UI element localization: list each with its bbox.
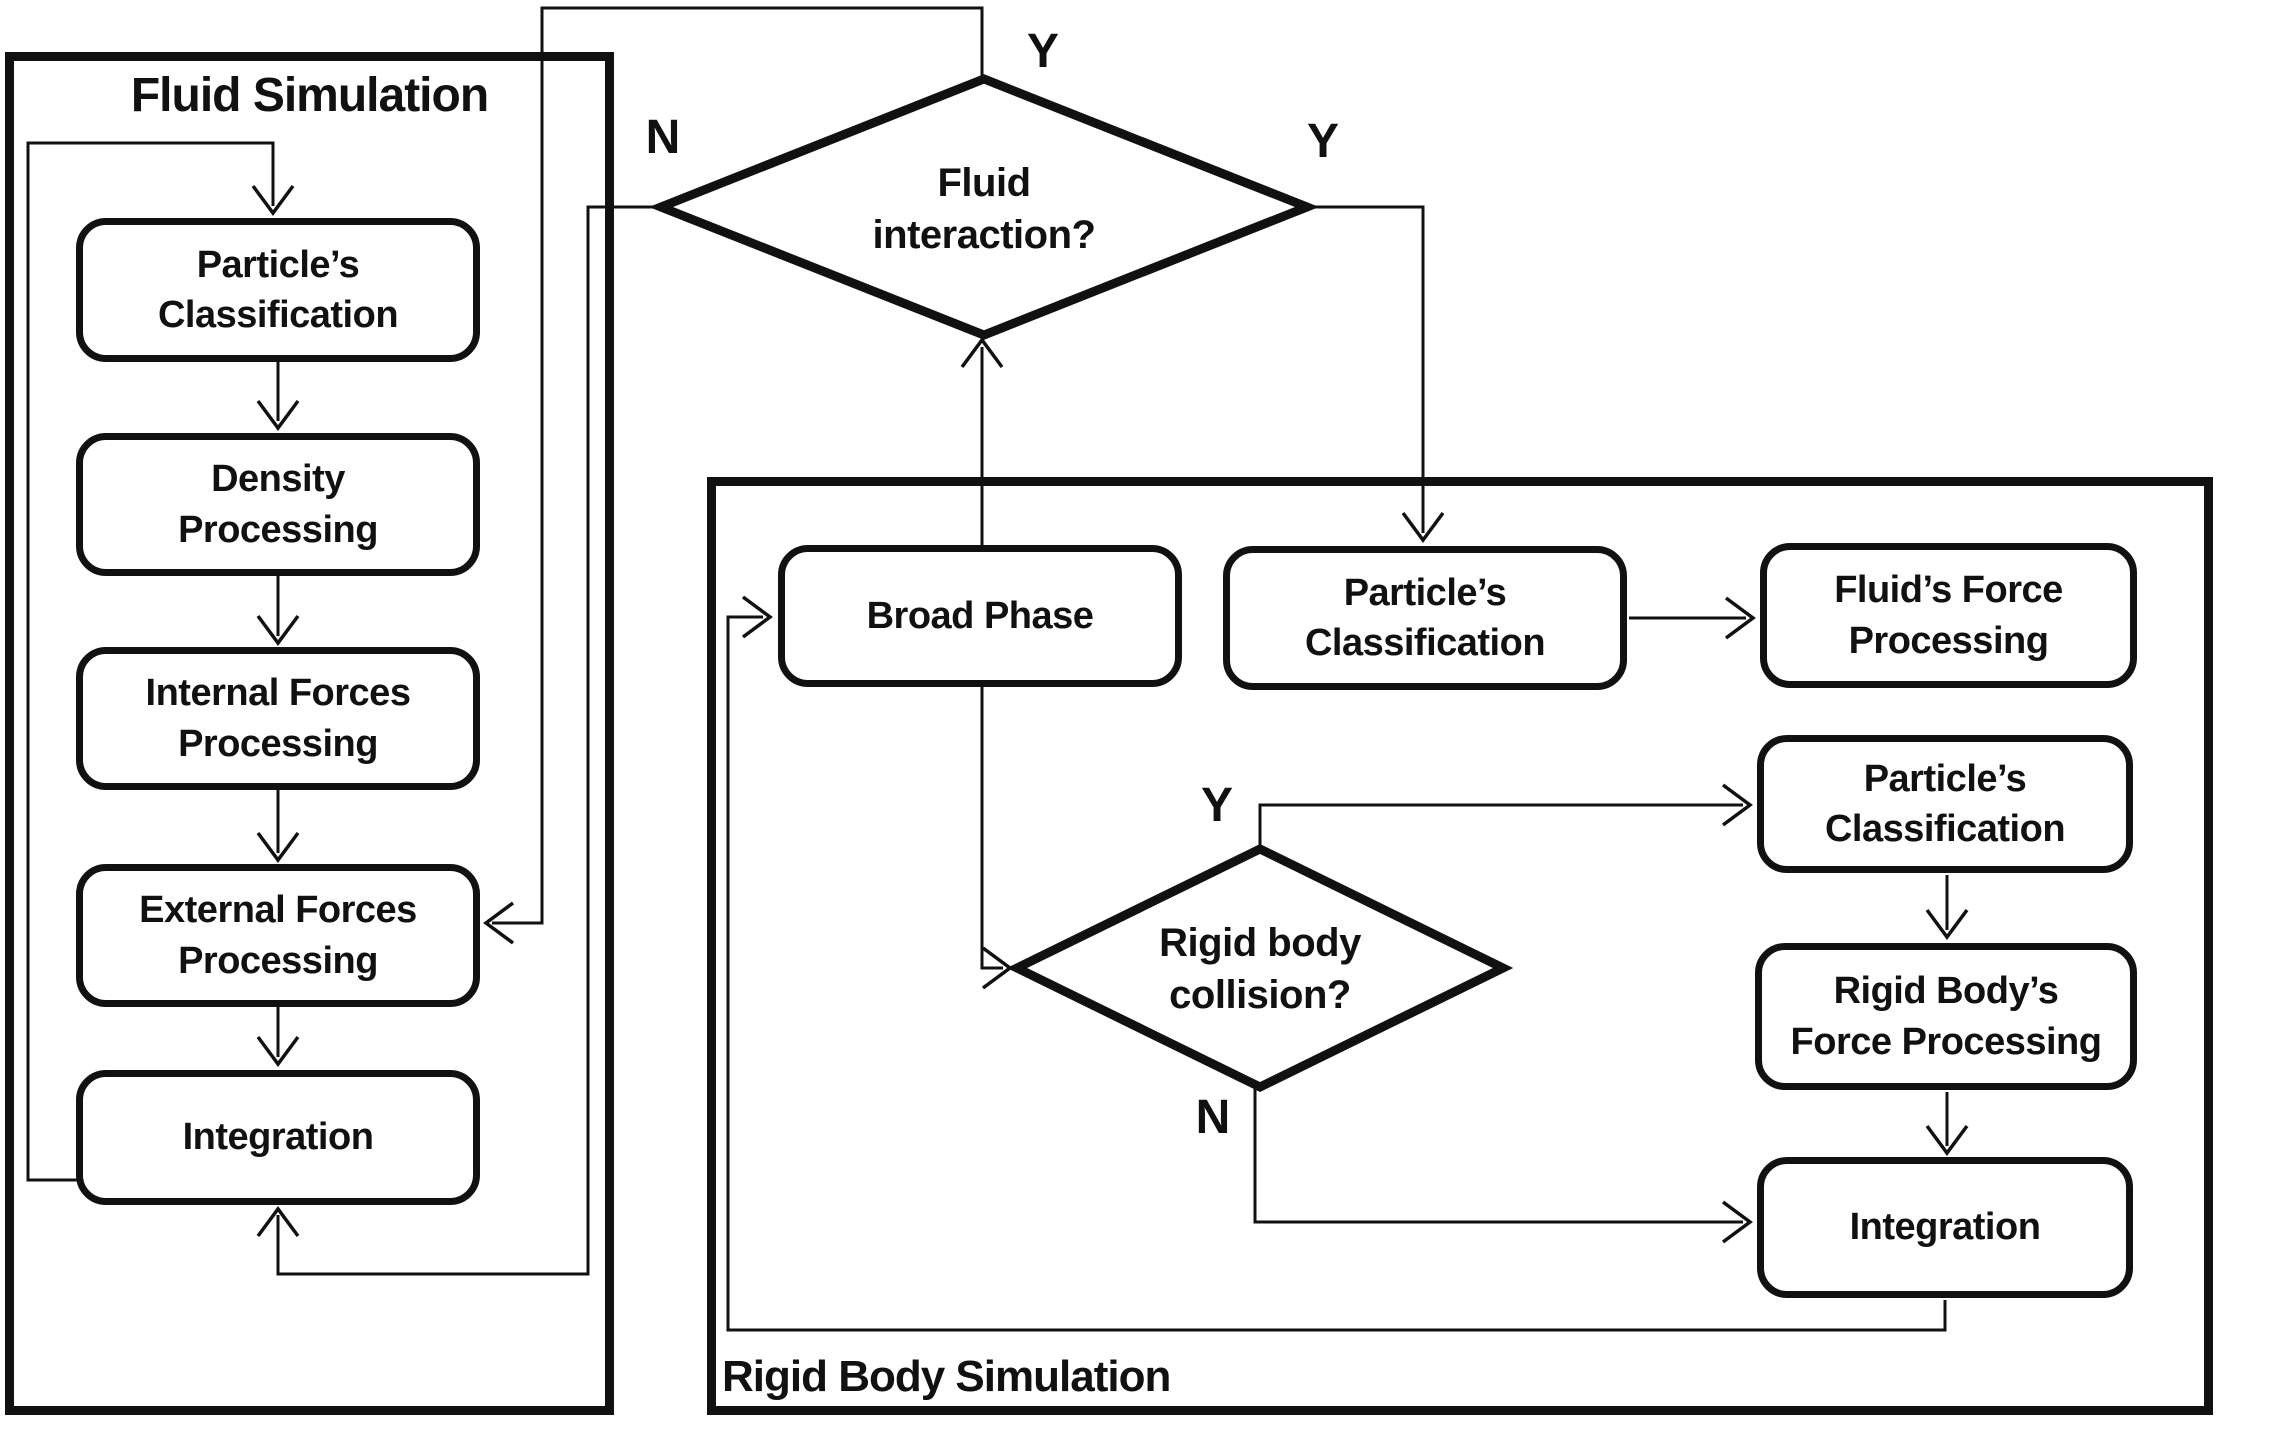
rigid-body-collision-diamond (1006, 843, 1514, 1093)
fluid-simulation-title: Fluid Simulation (130, 69, 489, 122)
rigid-body-simulation-section-box (707, 477, 2213, 1415)
fluid-interaction-diamond (648, 74, 1320, 340)
arrowheads (251, 184, 1969, 1244)
edge-integration-loop-to-broad-phase (726, 615, 1947, 1332)
rigid-collision-no-label: N (1195, 1091, 1231, 1144)
fluid-interaction-yes-top-label: Y (1026, 25, 1059, 78)
node-broad-phase: Broad Phase (778, 545, 1182, 687)
edge-rigid-collision-no-to-integration (1253, 1087, 1743, 1224)
fluid-simulation-section-box (5, 52, 614, 1415)
edge-broad-phase-to-rigid-collision (980, 687, 1003, 970)
edge-rigid-collision-yes-to-particles-classification (1258, 803, 1743, 849)
fluid-interaction-yes-right-label: Y (1306, 115, 1339, 168)
edge-fluid-interaction-no-to-integration (276, 205, 661, 1276)
edge-fluid-interaction-yes-to-external-forces (492, 6, 984, 925)
node-integration-rigid: Integration (1757, 1157, 2133, 1298)
node-integration-fluid: Integration (76, 1070, 480, 1205)
fluid-interaction-no-label: N (645, 111, 681, 164)
edge-fluid-interaction-yes-to-particles-classification (1307, 205, 1425, 533)
edge-integration-loop-to-particles-classification (26, 141, 275, 1182)
rigid-body-simulation-title: Rigid Body Simulation (722, 1352, 1171, 1401)
rigid-collision-yes-label: Y (1200, 779, 1233, 832)
